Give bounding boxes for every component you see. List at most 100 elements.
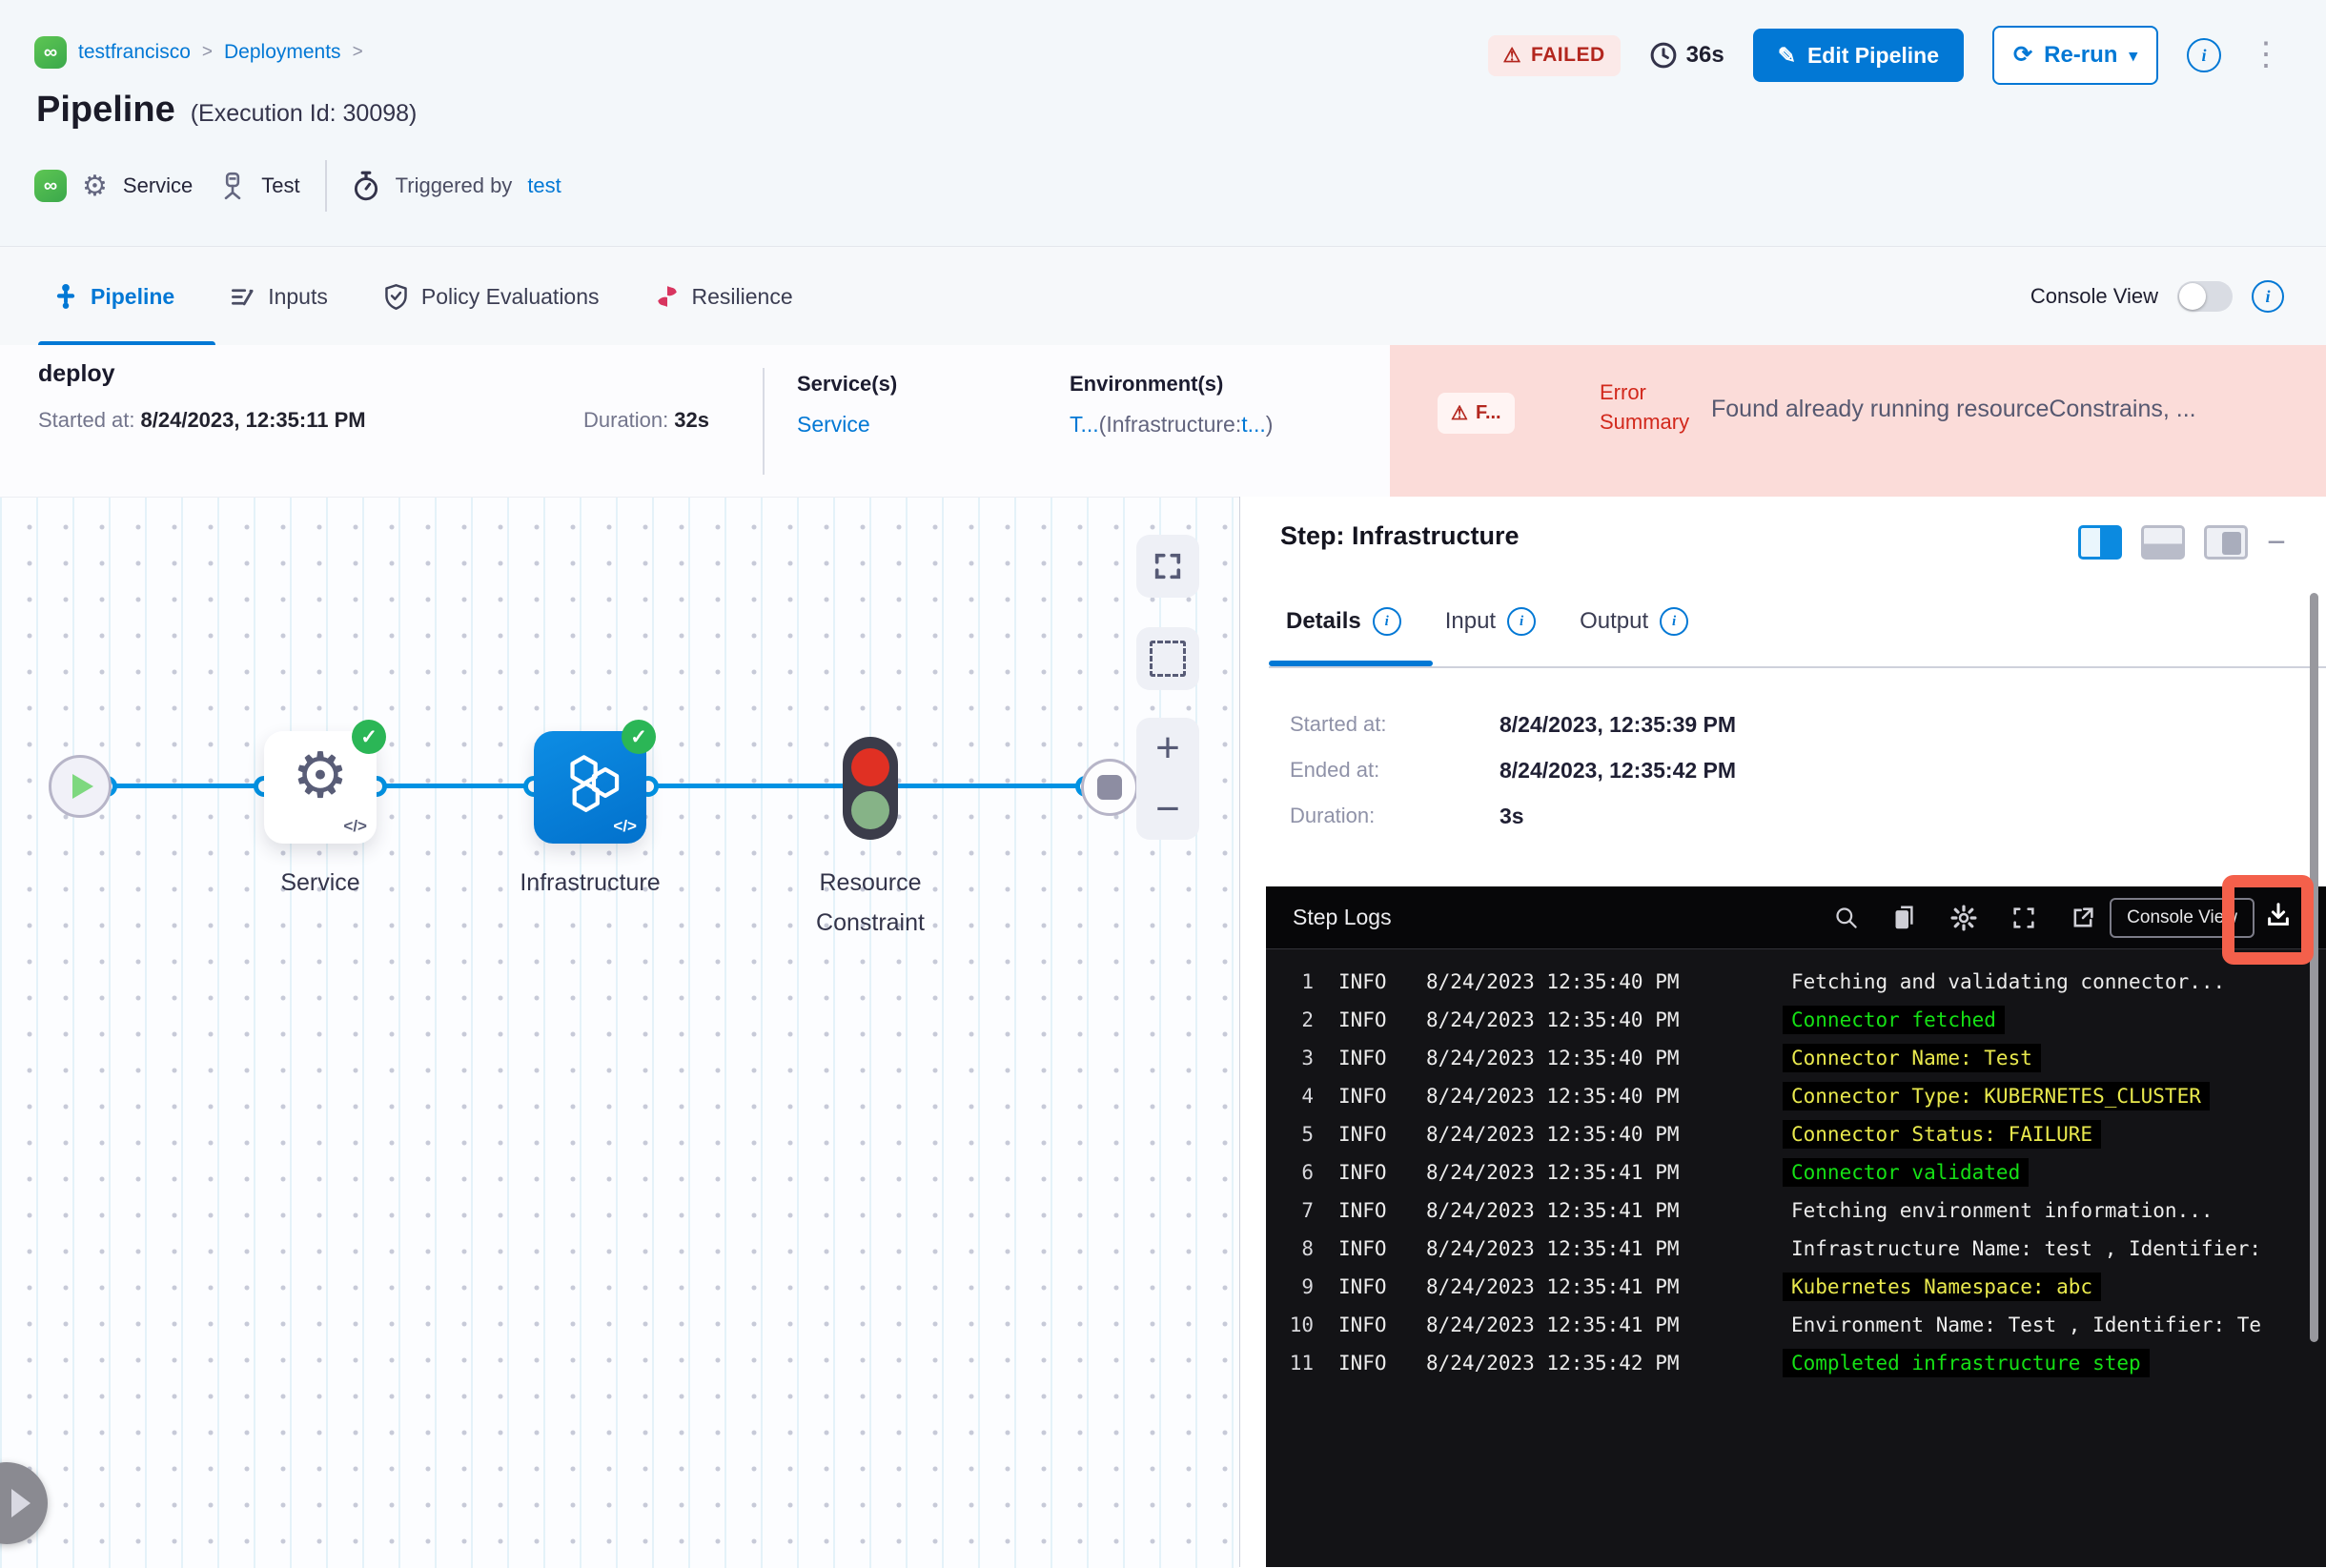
warning-icon: ⚠: [1451, 403, 1468, 424]
service-gear-icon: ⚙: [292, 740, 349, 810]
panel-minimize-button[interactable]: −: [2267, 523, 2286, 560]
log-timestamp: 8/24/2023 12:35:41 PM: [1426, 1313, 1680, 1336]
breadcrumb-project-link[interactable]: testfrancisco: [78, 41, 191, 63]
log-row: 5 INFO 8/24/2023 12:35:40 PM Connector S…: [1266, 1117, 2326, 1155]
download-logs-button[interactable]: [2264, 901, 2293, 934]
tab-label: Resilience: [691, 283, 793, 309]
node-label-infrastructure: Infrastructure: [520, 869, 661, 896]
layout-floating-button[interactable]: [2204, 525, 2249, 560]
environments-column: Environment(s) T...(Infrastructure:t...): [1070, 372, 1273, 438]
pencil-icon: ✎: [1777, 42, 1796, 68]
log-level: INFO: [1338, 970, 1387, 993]
execution-id: (Execution Id: 30098): [190, 100, 418, 127]
zoom-out-button[interactable]: −: [1155, 785, 1180, 832]
page-title: Pipeline: [36, 90, 175, 130]
more-options-icon[interactable]: ⋮: [2250, 36, 2282, 73]
console-view-button[interactable]: Console View: [2110, 897, 2255, 938]
detail-ended-at: Ended at:8/24/2023, 12:35:42 PM: [1290, 758, 1737, 783]
warning-icon: ⚠: [1502, 44, 1521, 67]
input-info-icon[interactable]: i: [1507, 607, 1537, 636]
execution-tabstrip: Pipeline Inputs Policy Evaluations Resil…: [0, 246, 2326, 348]
tab-label: Details: [1286, 608, 1361, 634]
play-icon: [72, 774, 93, 799]
log-message: Connector Type: KUBERNETES_CLUSTER: [1783, 1082, 2210, 1110]
log-timestamp: 8/24/2023 12:35:40 PM: [1426, 1085, 1680, 1108]
tab-inputs[interactable]: Inputs: [230, 284, 328, 310]
copy-icon[interactable]: [1891, 904, 1917, 932]
service-name[interactable]: Service: [122, 173, 194, 197]
tab-resilience[interactable]: Resilience: [655, 284, 793, 310]
search-icon[interactable]: [1833, 905, 1859, 930]
log-level: INFO: [1338, 1085, 1387, 1108]
log-message: Completed infrastructure step: [1783, 1349, 2150, 1377]
detail-duration: Duration:3s: [1290, 804, 1524, 828]
services-column: Service(s) Service: [797, 372, 897, 438]
layout-vertical-split-button[interactable]: [2078, 525, 2123, 560]
log-level: INFO: [1338, 1008, 1387, 1031]
log-level: INFO: [1338, 1313, 1387, 1336]
log-row: 7 INFO 8/24/2023 12:35:41 PM Fetching en…: [1266, 1193, 2326, 1232]
breadcrumb-deployments-link[interactable]: Deployments: [224, 41, 341, 63]
tab-pipeline[interactable]: Pipeline: [53, 283, 174, 310]
tab-input[interactable]: Input i: [1445, 607, 1537, 636]
tab-label: Pipeline: [91, 283, 175, 309]
status-text: FAILED: [1530, 44, 1605, 66]
panel-scrollbar[interactable]: [2310, 593, 2318, 1342]
log-message: Fetching and validating connector...: [1791, 970, 2226, 993]
tab-details[interactable]: Details i: [1286, 607, 1401, 636]
log-row: 1 INFO 8/24/2023 12:35:40 PM Fetching an…: [1266, 965, 2326, 1003]
duration-value: 32s: [674, 408, 709, 432]
log-level: INFO: [1338, 1199, 1387, 1222]
meta-divider: [324, 160, 327, 212]
environments-header: Environment(s): [1070, 372, 1224, 396]
rerun-button[interactable]: ⟳ Re-run ▾: [1992, 26, 2158, 85]
zoom-in-button[interactable]: +: [1155, 724, 1180, 771]
log-level: INFO: [1338, 1161, 1387, 1184]
environment-name[interactable]: Test: [261, 173, 300, 197]
pipeline-canvas[interactable]: ⚙ </> ✓ Service </> ✓ Infrastructure Res…: [0, 497, 1239, 1568]
service-gear-icon: ⚙: [82, 170, 108, 202]
log-line-number: 11: [1289, 1352, 1314, 1375]
triggered-by-user-link[interactable]: test: [527, 173, 561, 197]
download-icon: [2268, 903, 2289, 926]
elapsed-time: 36s: [1649, 41, 1724, 70]
started-at-label: Started at:: [38, 408, 135, 432]
chevron-right-icon: [11, 1489, 31, 1517]
resource-constraint-node[interactable]: [843, 737, 898, 840]
environment-icon: [224, 172, 241, 200]
fullscreen-icon: [1154, 553, 1181, 580]
start-node[interactable]: [49, 755, 112, 818]
environment-link[interactable]: T...: [1070, 412, 1099, 437]
log-settings-gear-icon[interactable]: [1949, 904, 1978, 932]
log-timestamp: 8/24/2023 12:35:40 PM: [1426, 1123, 1680, 1146]
edit-pipeline-label: Edit Pipeline: [1806, 42, 1939, 68]
console-view-info-icon[interactable]: i: [2252, 280, 2284, 313]
service-link[interactable]: Service: [797, 412, 870, 437]
output-info-icon[interactable]: i: [1660, 607, 1689, 636]
harness-logo-icon: ∞: [34, 170, 67, 202]
traffic-red-light: [851, 748, 889, 786]
tab-policy-evaluations[interactable]: Policy Evaluations: [383, 283, 600, 311]
edit-pipeline-button[interactable]: ✎ Edit Pipeline: [1752, 29, 1964, 82]
log-toolbar: [1833, 904, 2096, 932]
log-message: Connector Status: FAILURE: [1783, 1120, 2102, 1149]
canvas-select-button[interactable]: [1136, 627, 1199, 690]
expand-panel-handle[interactable]: [0, 1462, 48, 1544]
stage-name: deploy: [38, 360, 115, 387]
open-external-icon[interactable]: [2070, 905, 2096, 931]
end-node[interactable]: [1081, 759, 1138, 816]
rerun-info-icon[interactable]: i: [2187, 38, 2221, 72]
infrastructure-link[interactable]: t...: [1241, 412, 1266, 437]
log-message: Fetching environment information...: [1791, 1199, 2214, 1222]
infrastructure-step-node[interactable]: </> ✓: [534, 720, 656, 844]
log-level: INFO: [1338, 1237, 1387, 1260]
service-step-node[interactable]: ⚙ </> ✓: [264, 720, 386, 844]
console-view-toggle[interactable]: [2177, 281, 2233, 312]
log-row: 3 INFO 8/24/2023 12:35:40 PM Connector N…: [1266, 1041, 2326, 1079]
details-info-icon[interactable]: i: [1372, 607, 1401, 636]
expand-logs-icon[interactable]: [2010, 905, 2037, 931]
tab-output[interactable]: Output i: [1580, 607, 1689, 636]
layout-horizontal-split-button[interactable]: [2141, 525, 2186, 560]
canvas-fullscreen-button[interactable]: [1136, 535, 1199, 598]
